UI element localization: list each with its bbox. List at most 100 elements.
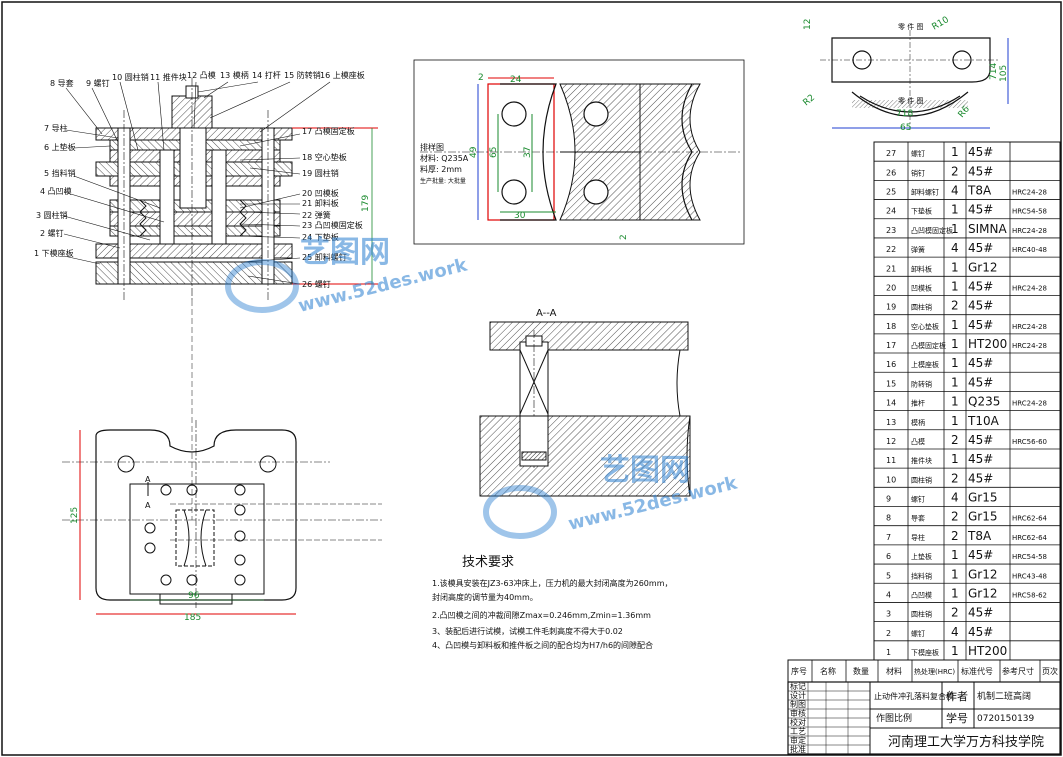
bom-cell-no: 3	[886, 610, 891, 619]
bom-cell-qty: 2	[951, 433, 959, 447]
bom-cell-heat: HRC58-62	[1012, 591, 1047, 599]
bom-cell-qty: 1	[951, 145, 959, 159]
bom-cell-mat: 45#	[968, 375, 993, 389]
bom-cell-no: 8	[886, 514, 891, 523]
bom-cell-name: 模柄	[911, 418, 925, 427]
technical-requirements: 技术要求 1.该模具安装在JZ3-63冲床上，压力机的最大封闭高度为260mm，…	[432, 555, 672, 650]
bom-head-3: 材料	[886, 666, 902, 676]
bom-cell-qty: 2	[951, 299, 959, 313]
bom-cell-mat: 45#	[968, 241, 993, 255]
bom-cell-mat: Gr12	[968, 260, 998, 274]
bom-cell-qty: 1	[951, 279, 959, 293]
bom-cell-no: 27	[886, 149, 896, 158]
bom-cell-mat: T10A	[967, 414, 1000, 428]
bom-cell-no: 10	[886, 475, 896, 484]
plan-view: A A 125 96 185	[62, 420, 382, 623]
bom-cell-mat: T8A	[967, 529, 992, 543]
bom-cell-mat: 45#	[968, 279, 993, 293]
bom-cell-mat: 45#	[968, 203, 993, 217]
part-drawing-view: 零 件 图 零 件 图 65 718 105 714 12 R10 R2 R6	[802, 15, 1009, 133]
bom-cell-heat: HRC62-64	[1012, 534, 1048, 542]
bom-cell-name: 弹簧	[911, 245, 925, 254]
bom-cell-heat: HRC24-28	[1012, 400, 1047, 408]
bom-cell-mat: 45#	[968, 548, 993, 562]
dim-plan-125: 125	[70, 507, 80, 524]
label-14: 14 打杆	[252, 70, 281, 80]
tech-note-4: 4、凸凹模与卸料板和推件板之间的配合均为H7/h6的间隙配合	[432, 640, 653, 650]
bom-cell-mat: 45#	[968, 356, 993, 370]
bom-cell-name: 螺钉	[911, 495, 925, 504]
bom-cell-qty: 1	[951, 452, 959, 466]
tech-note-2: 2.凸凹模之间的冲裁间隙Zmax=0.246mm,Zmin=1.36mm	[432, 610, 651, 620]
bom-cell-qty: 1	[951, 644, 959, 658]
bom-cell-no: 25	[886, 188, 896, 197]
label-20: 20 凹模板	[302, 188, 339, 198]
tb-author-label: 作者	[946, 690, 968, 703]
bom-cell-heat: HRC54-58	[1012, 553, 1047, 561]
bom-head-0: 序号	[791, 666, 807, 676]
label-26: 26 螺钉	[302, 279, 331, 289]
bom-cell-qty: 1	[951, 356, 959, 370]
bom-cell-qty: 4	[951, 184, 959, 198]
bom-cell-heat: HRC40-48	[1012, 246, 1047, 254]
tech-note-1: 封闭高度的调节量为40mm。	[432, 592, 538, 602]
strip-layout-view: 24 2 49 65 37 30 2 排样图 材料: Q235A 料厚: 2mm…	[413, 59, 745, 245]
bom-cell-no: 12	[886, 437, 896, 446]
section-mark-bottom: A	[145, 501, 151, 510]
tech-title: 技术要求	[462, 555, 514, 570]
label-19: 19 圆柱销	[302, 168, 339, 178]
bom-cell-no: 19	[886, 303, 896, 312]
tb-scale-label: 作图比例	[876, 712, 912, 724]
label-1: 1 下模座板	[34, 248, 74, 258]
bom-cell-qty: 1	[951, 260, 959, 274]
part-title-2: 零 件 图	[898, 96, 923, 105]
label-12: 12 凸模	[187, 70, 216, 80]
dim-part-r10: R10	[931, 15, 952, 33]
bom-cell-heat: HRC54-58	[1012, 208, 1047, 216]
bom-cell-mat: 45#	[968, 164, 993, 178]
bom-cell-heat: HRC24-28	[1012, 284, 1047, 292]
tb-left-1: 设计	[790, 690, 806, 700]
bom-cell-no: 1	[886, 648, 891, 657]
bom-cell-heat: HRC62-64	[1012, 515, 1048, 523]
tb-student-value: 0720150139	[977, 714, 1035, 724]
bom-cell-name: 凸模固定板	[911, 341, 946, 350]
tb-left-0: 标记	[790, 681, 806, 691]
bom-cell-qty: 2	[951, 529, 959, 543]
tb-left-6: 审定	[790, 735, 806, 745]
part-title: 零 件 图	[898, 22, 923, 31]
bom-cell-qty: 4	[951, 491, 959, 505]
bom-cell-qty: 2	[951, 471, 959, 485]
bom-cell-mat: 45#	[968, 452, 993, 466]
label-13: 13 模柄	[220, 70, 249, 80]
bom-cell-name: 圆柱销	[911, 475, 932, 484]
bom-cell-qty: 1	[951, 586, 959, 600]
strip-spec-0: 排样图	[420, 142, 444, 152]
bom-cell-mat: T8A	[967, 184, 992, 198]
tb-author-value: 机制二班高阔	[977, 690, 1031, 702]
bom-cell-name: 推件块	[911, 456, 932, 465]
bom-cell-qty: 1	[951, 318, 959, 332]
tb-left-4: 校对	[790, 717, 806, 727]
bom-cell-no: 24	[886, 207, 896, 216]
bom-cell-qty: 2	[951, 606, 959, 620]
bom-cell-no: 26	[886, 168, 896, 177]
bom-cell-mat: 45#	[968, 433, 993, 447]
bom-cell-mat: 45#	[968, 625, 993, 639]
dim-part-714: 714	[989, 63, 999, 80]
bom-cell-no: 16	[886, 360, 896, 369]
bom-head-5: 标准代号	[961, 666, 993, 676]
bom-cell-mat: Gr15	[968, 491, 998, 505]
tb-student-label: 学号	[946, 711, 968, 725]
bom-cell-heat: HRC56-60	[1012, 438, 1047, 446]
label-9: 9 螺钉	[86, 78, 110, 88]
